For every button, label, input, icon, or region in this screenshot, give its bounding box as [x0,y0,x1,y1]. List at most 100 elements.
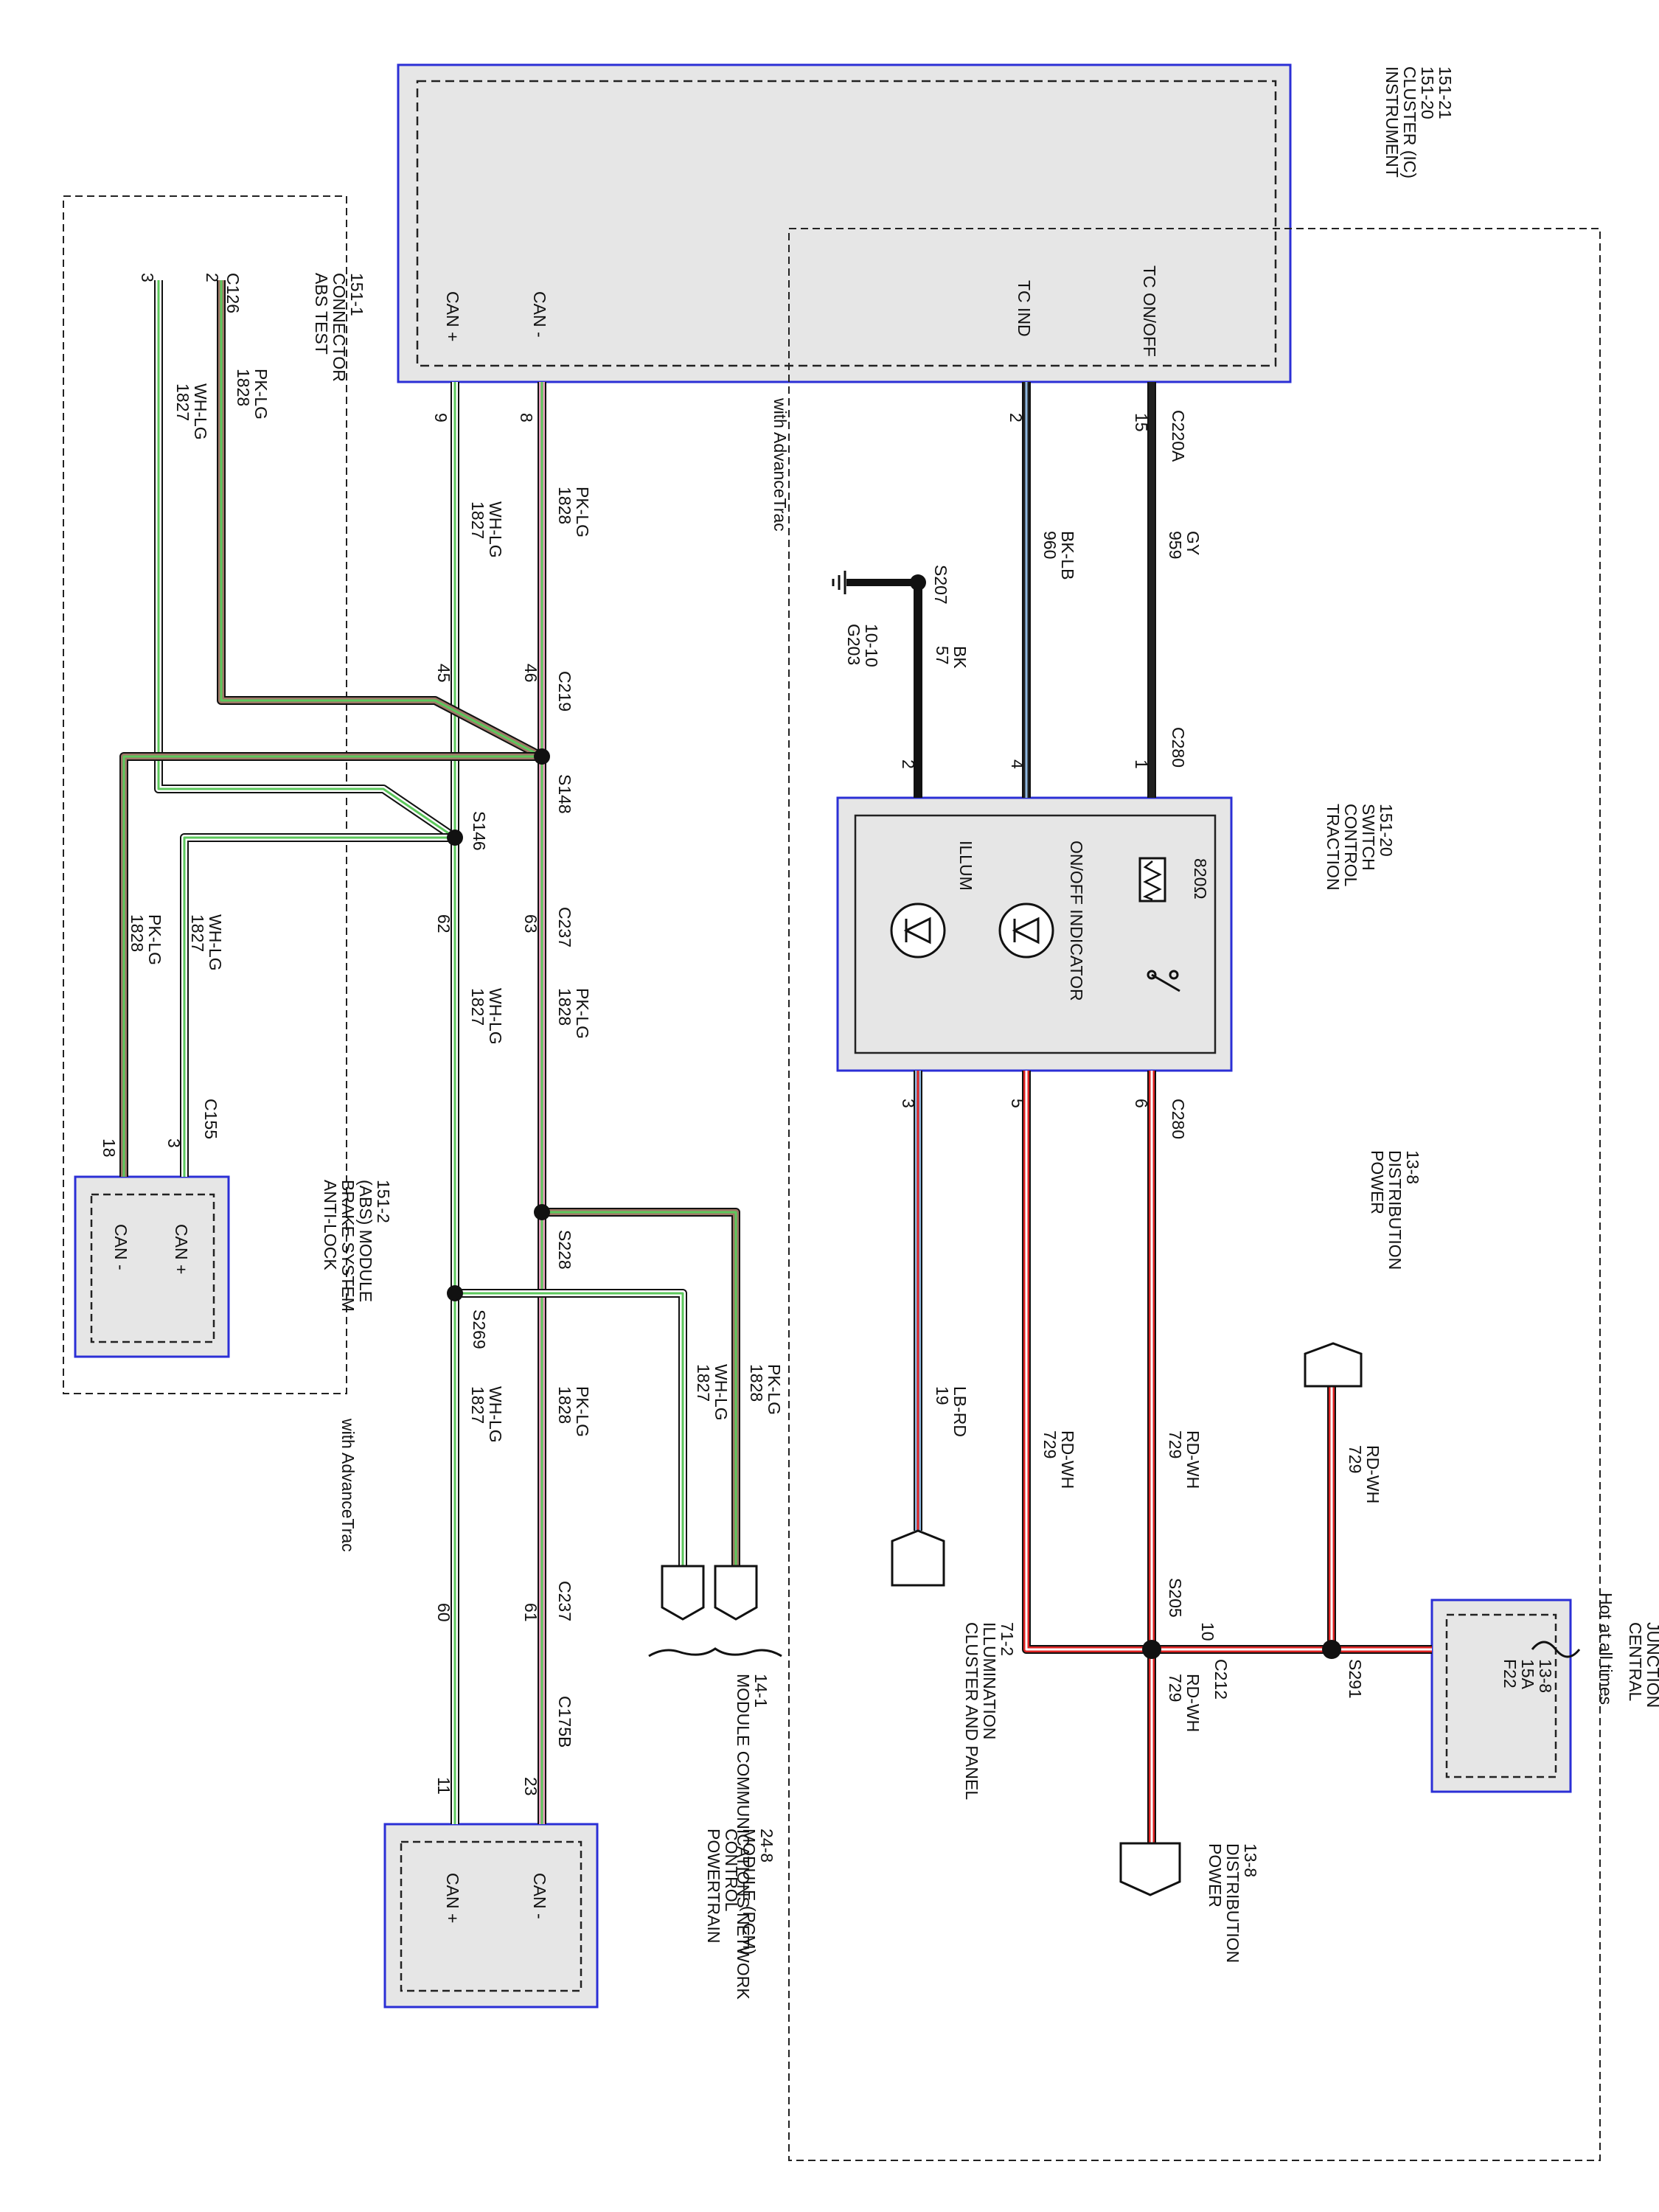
tcs-indicator: ON/OFF INDICATOR [1067,841,1086,1001]
pcm-pin-canp: CAN + [443,1873,462,1923]
svg-text:S207: S207 [931,565,950,605]
svg-text:WH-LG: WH-LG [206,914,225,971]
conn-c219: C219 [555,671,574,712]
abs-module [74,1175,230,1358]
note-advancetrac-2: with AdvanceTrac [338,1418,358,1552]
svg-text:SWITCH: SWITCH [1359,804,1378,871]
svg-text:3: 3 [164,1138,184,1148]
svg-text:MODULE COMMUNICATIONS NETWORK: MODULE COMMUNICATIONS NETWORK [734,1674,753,2000]
svg-text:S148: S148 [555,774,574,814]
note-advancetrac-1: with AdvanceTrac [771,397,790,532]
svg-text:ON/OFF INDICATOR: ON/OFF INDICATOR [1067,841,1086,1001]
svg-text:RD-WH: RD-WH [1183,1430,1203,1489]
abs-pin-canp: CAN + [172,1224,191,1274]
svg-text:C219: C219 [555,671,574,712]
svg-text:1827: 1827 [468,988,487,1026]
splice-label-s291: S291 [1346,1659,1365,1699]
conn-c212: C212 [1211,1659,1231,1700]
pin-c219_b: 46 [521,664,540,683]
splice-label-s269: S269 [470,1310,489,1349]
wire-1828-mcn [542,1208,740,1566]
svg-text:BK: BK [950,646,970,669]
svg-text:13-8: 13-8 [1241,1843,1260,1877]
pin-ic_tcind: 2 [1006,413,1026,422]
svg-text:729: 729 [1166,1674,1185,1702]
svg-text:TC IND: TC IND [1015,280,1034,337]
svg-text:24-8: 24-8 [757,1829,776,1863]
pin-c175b_b: 23 [521,1777,540,1796]
pcm-pin-canm: CAN - [530,1873,549,1919]
svg-text:S205: S205 [1166,1578,1185,1618]
svg-text:13-8: 13-8 [1536,1659,1555,1693]
svg-text:CAN +: CAN + [443,291,462,341]
svg-text:151-20: 151-20 [1418,66,1437,119]
svg-text:C126: C126 [223,273,243,313]
svg-text:S228: S228 [555,1230,574,1270]
svg-text:C175B: C175B [555,1696,574,1747]
svg-text:LB-RD: LB-RD [950,1386,970,1437]
svg-text:71-2: 71-2 [998,1622,1017,1656]
conn-c237-a: C237 [555,907,574,947]
svg-text:1828: 1828 [234,369,253,406]
svg-text:WH-LG: WH-LG [486,988,505,1045]
svg-text:6: 6 [1132,1099,1151,1108]
ic-pin-tcind: TC IND [1015,280,1034,337]
abs-pin-canm: CAN - [111,1224,131,1270]
svg-text:960: 960 [1040,531,1060,559]
svg-text:1828: 1828 [555,1386,574,1424]
svg-text:JUNCTION: JUNCTION [1644,1622,1659,1708]
svg-text:CONNECTOR: CONNECTOR [330,273,349,382]
svg-text:POWER: POWER [1368,1150,1387,1214]
svg-text:WH-LG: WH-LG [191,383,210,440]
svg-text:S146: S146 [470,811,489,851]
svg-text:1827: 1827 [468,501,487,539]
svg-text:820Ω: 820Ω [1191,858,1210,900]
ic-pin-tconoff: TC ON/OFF [1140,265,1159,357]
svg-text:151-21: 151-21 [1436,66,1455,119]
pin-c237_a: 62 [434,914,453,933]
pin-c126_b: 2 [203,273,222,282]
conn-c155: C155 [201,1099,220,1139]
svg-text:ANTI-LOCK: ANTI-LOCK [321,1180,340,1270]
svg-text:15A: 15A [1518,1659,1537,1690]
tcs-illum: ILLUM [956,841,975,891]
svg-text:23: 23 [521,1777,540,1796]
svg-text:14-1: 14-1 [751,1674,771,1708]
svg-text:5: 5 [1008,1099,1027,1108]
pin-c175b_a: 11 [434,1777,453,1795]
svg-text:POWER: POWER [1206,1843,1225,1907]
svg-text:PK-LG: PK-LG [573,487,592,538]
pin-c280_6: 6 [1132,1099,1151,1108]
svg-text:ILLUM: ILLUM [956,841,975,891]
svg-text:46: 46 [521,664,540,683]
svg-text:1828: 1828 [555,988,574,1026]
svg-text:with AdvanceTrac: with AdvanceTrac [338,1418,358,1552]
conn-c280-b: C280 [1169,1099,1188,1139]
svg-text:PK-LG: PK-LG [573,1386,592,1437]
svg-text:3: 3 [138,273,157,282]
svg-text:PK-LG: PK-LG [765,1364,784,1415]
pcm-module [383,1823,599,2008]
svg-text:CLUSTER (IC): CLUSTER (IC) [1400,66,1419,178]
svg-text:729: 729 [1040,1430,1060,1458]
wire-1828-abs-test [217,280,544,761]
svg-text:CONTROL: CONTROL [1341,804,1360,887]
splice-label-s228: S228 [555,1230,574,1270]
fuse-icon [1531,1641,1581,1658]
splice-label-s205: S205 [1166,1578,1185,1618]
instrument-cluster-module [397,63,1292,383]
splice-s291 [1322,1640,1341,1659]
svg-text:57: 57 [933,646,952,665]
